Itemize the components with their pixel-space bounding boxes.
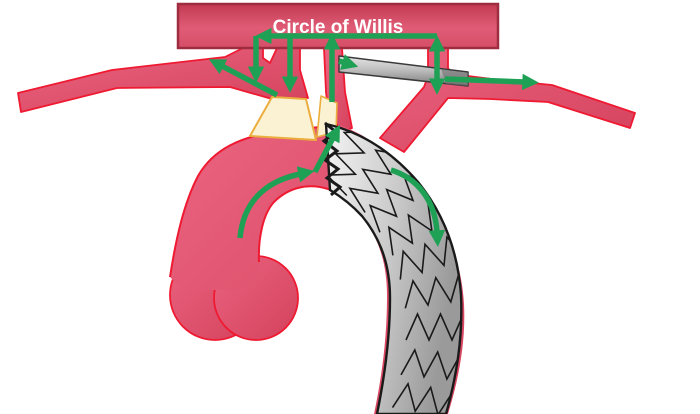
bypass-graft-large <box>249 96 317 141</box>
stent-graft <box>324 122 463 414</box>
flow-arrow-stent-graft <box>390 167 446 247</box>
left-subclavian-and-carotid-arteries <box>17 47 309 113</box>
flow-arrow-right-subclavian <box>444 73 539 91</box>
circle-of-willis-label: Circle of Willis <box>273 17 404 38</box>
flow-arrow-into-tube <box>338 54 359 70</box>
right-carotid-subclavian-innominate-arteries <box>379 47 636 153</box>
blood-flow-arrows <box>208 27 539 247</box>
flow-arrow-ascending-aorta <box>237 166 315 239</box>
flow-arrow-through-crown <box>312 124 340 174</box>
